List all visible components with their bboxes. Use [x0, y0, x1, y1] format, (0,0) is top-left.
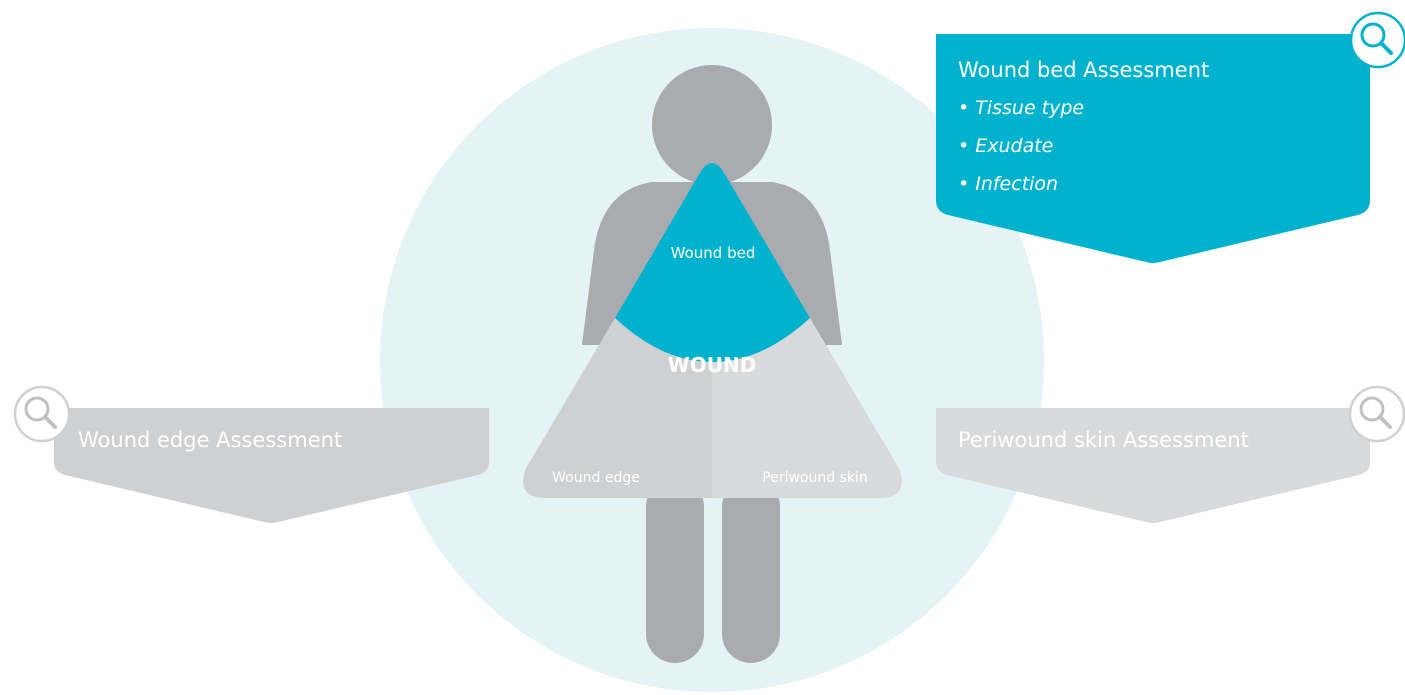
wound-edge-assessment-panel[interactable] [13, 385, 489, 523]
bullet: • [958, 97, 970, 119]
wound-edge-panel-shape [54, 408, 489, 523]
periwound-assessment-title: Periwound skin Assessment [958, 428, 1249, 452]
magnifier-icon[interactable] [13, 385, 71, 443]
figure-head [652, 65, 772, 185]
wound-edge-region[interactable] [523, 306, 712, 498]
wound-bed-region[interactable] [615, 163, 810, 362]
wound-bed-assessment-panel[interactable] [936, 11, 1405, 263]
wound-center-label: WOUND [668, 353, 757, 377]
magnifier-icon[interactable] [1349, 11, 1405, 69]
list-item: •Exudate [958, 132, 1084, 170]
figure-right-leg [722, 478, 780, 663]
wound-edge-label: Wound edge [552, 470, 640, 486]
wound-bed-assessment-list: •Tissue type •Exudate •Infection [958, 94, 1084, 208]
list-item-text: Tissue type [975, 97, 1085, 119]
bullet: • [958, 135, 970, 157]
list-item-text: Infection [975, 173, 1059, 195]
wound-bed-label: Wound bed [671, 244, 756, 262]
wound-bed-panel-shape [936, 34, 1370, 263]
figure-left-leg [646, 478, 704, 663]
list-item: •Infection [958, 170, 1084, 208]
periwound-skin-region[interactable] [712, 306, 902, 498]
magnifier-icon[interactable] [1348, 385, 1405, 443]
bullet: • [958, 173, 970, 195]
periwound-panel-shape [936, 408, 1370, 523]
list-item-text: Exudate [975, 135, 1054, 157]
periwound-assessment-panel[interactable] [936, 385, 1405, 523]
wound-bed-assessment-title: Wound bed Assessment [958, 58, 1210, 82]
periwound-skin-label: Periwound skin [762, 470, 867, 486]
wound-edge-assessment-title: Wound edge Assessment [78, 428, 343, 452]
list-item: •Tissue type [958, 94, 1084, 132]
